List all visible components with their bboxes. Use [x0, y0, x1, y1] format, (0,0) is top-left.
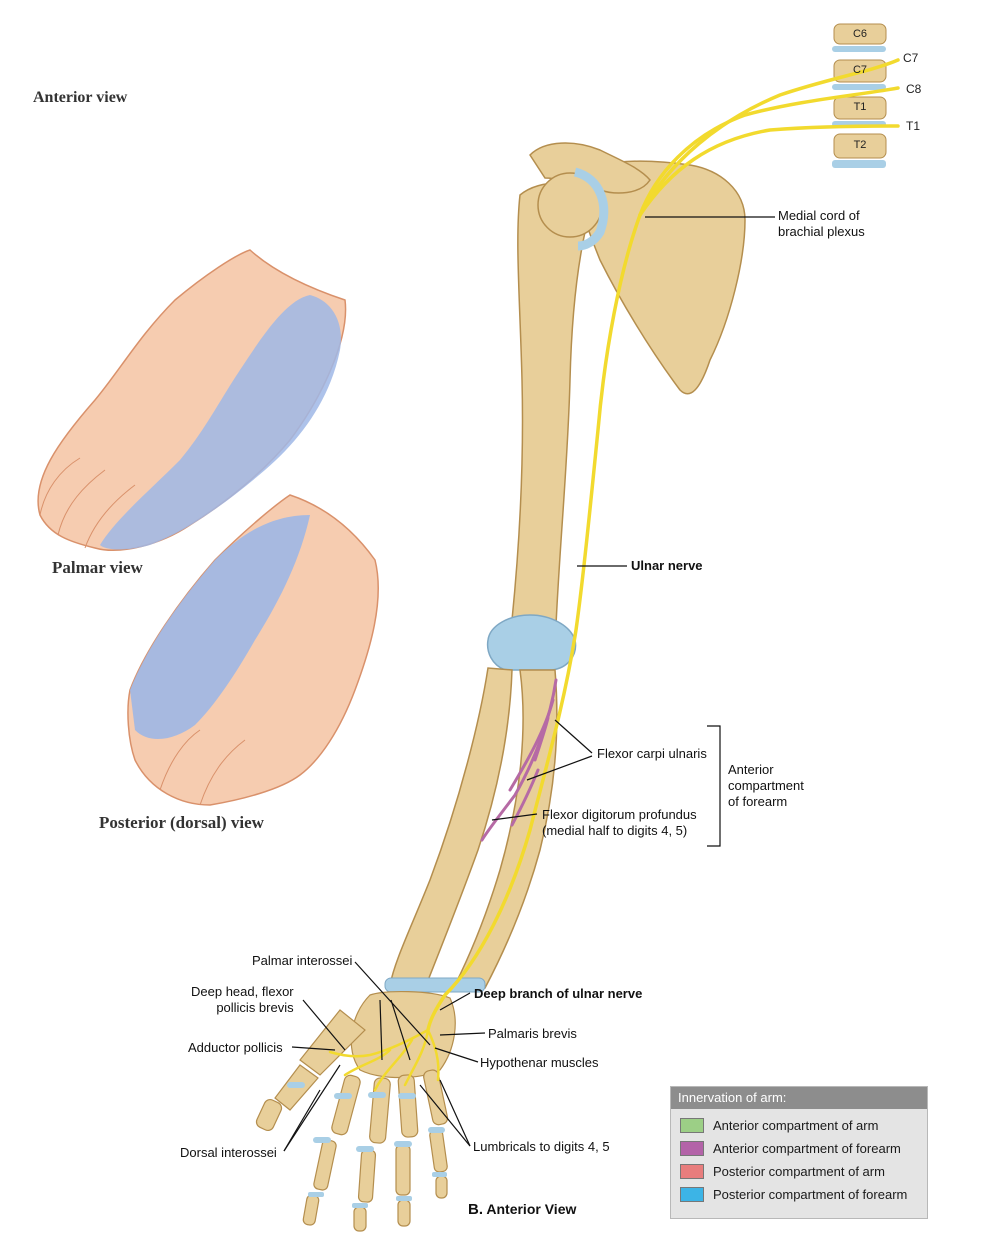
- legend-label: Anterior compartment of forearm: [713, 1141, 901, 1156]
- palmar-hand-illustration: [37, 249, 347, 551]
- posterior-view-title: Posterior (dorsal) view: [99, 813, 264, 832]
- legend-label: Posterior compartment of arm: [713, 1164, 885, 1179]
- legend-title: Innervation of arm:: [671, 1087, 927, 1109]
- legend-swatch: [680, 1164, 704, 1179]
- anterior-view-title: Anterior view: [33, 89, 128, 106]
- deep-branch-label: Deep branch of ulnar nerve: [474, 986, 643, 1001]
- legend-item: Posterior compartment of arm: [671, 1160, 927, 1183]
- vertebra-label: T1: [853, 101, 867, 113]
- legend-label: Posterior compartment of forearm: [713, 1187, 908, 1202]
- vertebra-label: C7: [852, 64, 868, 76]
- palmar-view-title: Palmar view: [52, 558, 143, 577]
- legend-item: Anterior compartment of arm: [671, 1114, 927, 1137]
- forearm-muscular-branches: [480, 678, 558, 842]
- flexor-digitorum-profundus-label: Flexor digitorum profundus(medial half t…: [542, 807, 697, 838]
- palmar-interossei-label: Palmar interossei: [252, 953, 353, 968]
- vertebra-label: T2: [853, 139, 867, 151]
- palmaris-brevis-label: Palmaris brevis: [488, 1026, 577, 1041]
- root-label: T1: [906, 119, 921, 133]
- legend-item: Anterior compartment of forearm: [671, 1137, 927, 1160]
- root-label: C8: [906, 82, 922, 96]
- legend-swatch: [680, 1118, 704, 1133]
- dorsal-hand-illustration: [127, 494, 379, 806]
- flexor-carpi-ulnaris-label: Flexor carpi ulnaris: [597, 746, 707, 761]
- legend-label: Anterior compartment of arm: [713, 1118, 879, 1133]
- innervation-legend: Innervation of arm: Anterior compartment…: [670, 1086, 928, 1219]
- hand-joint-cartilage: [287, 1082, 447, 1208]
- legend-item: Posterior compartment of forearm: [671, 1183, 927, 1206]
- deep-branch-ulnar-nerve: [328, 1028, 440, 1092]
- hypothenar-muscles-label: Hypothenar muscles: [480, 1055, 599, 1070]
- brachial-plexus-nerves: [638, 58, 900, 217]
- palmar-ulnar-sensory-zone: [100, 295, 341, 550]
- dorsal-ulnar-sensory-zone: [130, 515, 310, 740]
- leader-lines: [283, 216, 775, 1152]
- root-label: C7: [903, 51, 919, 65]
- ulnar-nerve-label: Ulnar nerve: [631, 558, 703, 573]
- ulnar-nerve: [426, 213, 642, 1032]
- legend-swatch: [680, 1187, 704, 1202]
- adductor-pollicis-label: Adductor pollicis: [188, 1040, 283, 1055]
- lumbricals-label: Lumbricals to digits 4, 5: [473, 1139, 610, 1154]
- scapula: [574, 160, 746, 395]
- hand-skeleton: [255, 990, 456, 1232]
- dorsal-interossei-label: Dorsal interossei: [180, 1145, 277, 1160]
- legend-swatch: [680, 1141, 704, 1156]
- figure-caption: B. Anterior View: [468, 1201, 577, 1218]
- vertebra-label: C6: [852, 28, 868, 40]
- humerus: [486, 167, 609, 671]
